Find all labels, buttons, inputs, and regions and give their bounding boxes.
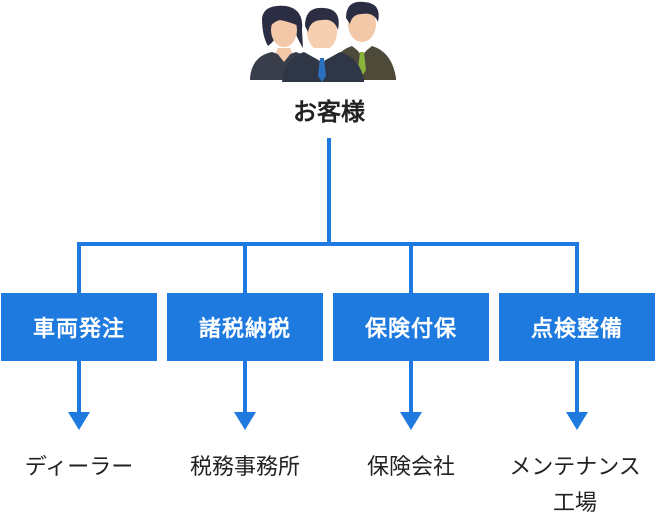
category-box-insurance: 保険付保	[333, 293, 489, 361]
arrow-head-2	[234, 412, 256, 430]
target-maintenance-shop: メンテナンス 工場	[509, 455, 641, 516]
arrow-head-1	[68, 412, 90, 430]
target-insurance-company: 保険会社	[366, 455, 455, 480]
category-box-vehicle-order: 車両発注	[1, 293, 157, 361]
target-tax-office: 税務事務所	[189, 455, 300, 480]
arrow-head-4	[566, 412, 588, 430]
target-dealer: ディーラー	[24, 455, 134, 480]
category-box-maintenance: 点検整備	[499, 293, 655, 361]
category-box-tax-payment: 諸税納税	[167, 293, 323, 361]
root-label: お客様	[293, 98, 365, 126]
arrow-head-3	[400, 412, 422, 430]
people-group-icon	[250, 1, 396, 82]
